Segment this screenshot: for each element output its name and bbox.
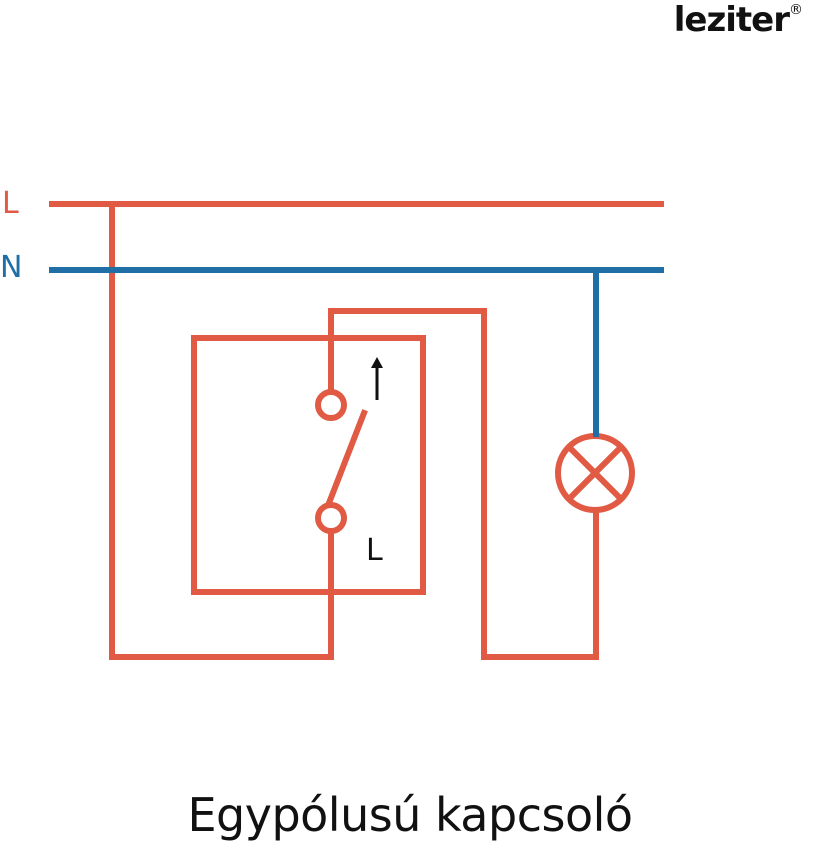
live-feed-wire [109,201,334,660]
switch-contact-top [315,389,347,421]
brand-name: leziter [673,0,790,40]
switch-to-lamp-wire [328,308,599,660]
arrow-up-icon [371,357,383,400]
switch-blade [325,409,368,507]
line-label-n: N [0,250,23,285]
lamp-cross-b [564,442,626,504]
brand-logo: leziter® [673,0,803,40]
line-label-l: L [2,186,19,221]
switch-contact-bottom [315,502,347,534]
caption: Egypólusú kapcsoló [187,788,633,842]
switch-label: L [366,533,383,568]
registered-mark: ® [789,2,803,18]
switch-box [191,335,426,595]
